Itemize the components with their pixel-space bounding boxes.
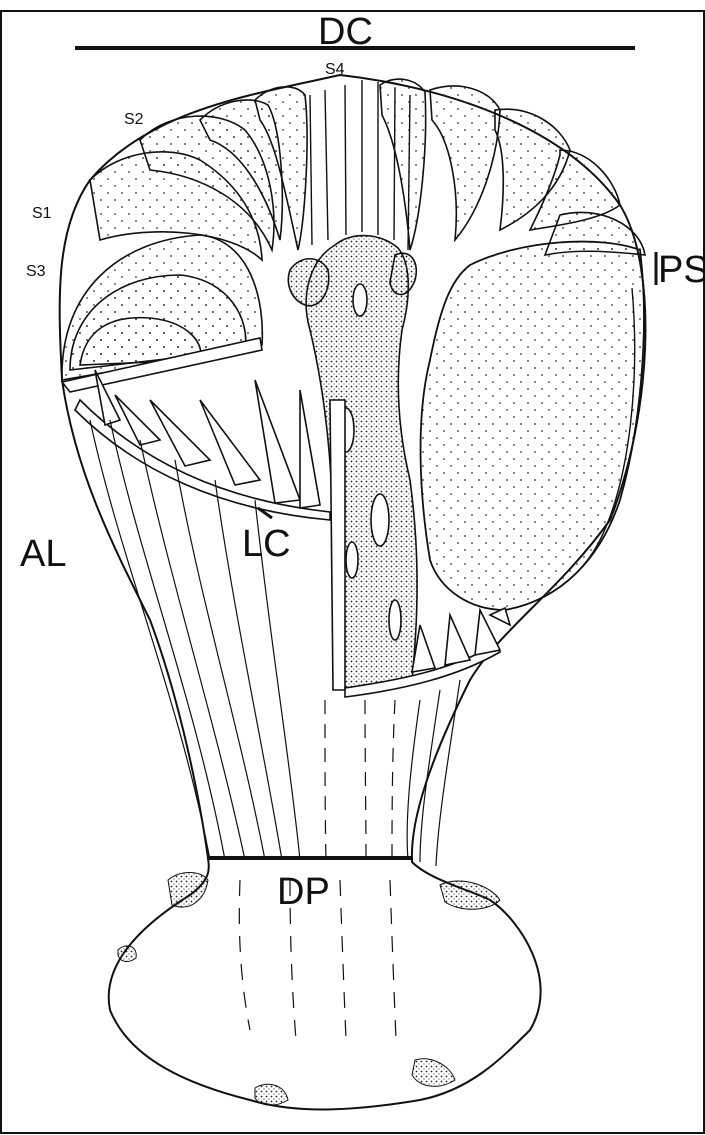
label-al: AL: [20, 533, 66, 575]
label-s1: S1: [32, 205, 52, 222]
label-s2: S2: [124, 111, 144, 128]
paliform-lobe: [421, 242, 644, 610]
label-dp: DP: [277, 871, 330, 913]
label-ps: PS: [658, 249, 705, 291]
label-s3: S3: [26, 263, 46, 280]
label-dc: DC: [318, 11, 373, 53]
label-lc: LC: [242, 523, 291, 565]
label-s4: S4: [325, 61, 345, 78]
